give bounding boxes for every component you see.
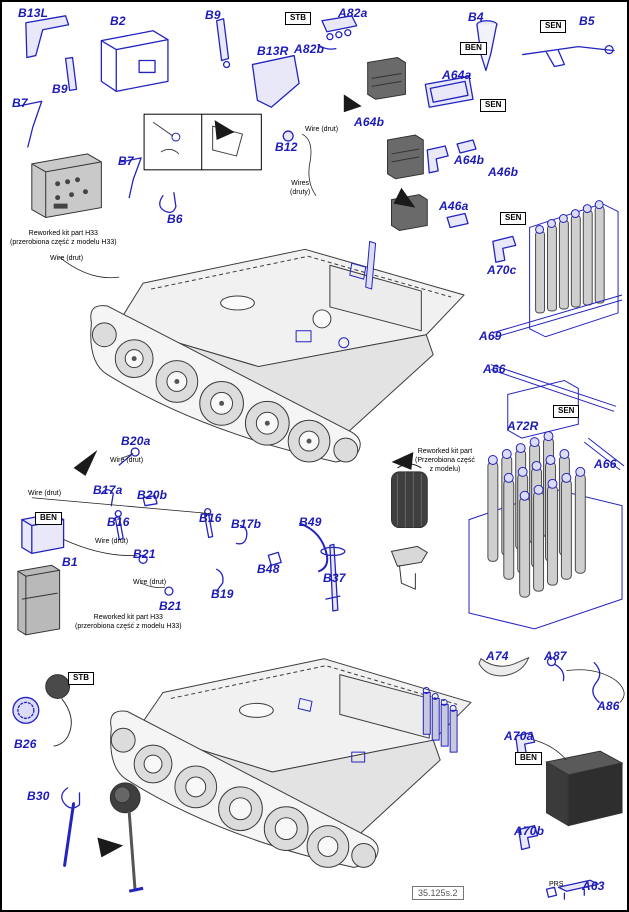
detail-inset [143, 113, 262, 171]
part-label-b16: B16 [199, 511, 222, 525]
part-label-b37: B37 [323, 571, 346, 585]
badge-ben: BEN [35, 512, 62, 525]
badge-sen: SEN [480, 99, 507, 112]
badge-sen: SEN [500, 212, 527, 225]
part-label-a74: A74 [486, 649, 509, 663]
part-label-b4: B4 [468, 10, 484, 24]
part-label-b12: B12 [275, 140, 298, 154]
part-label-a46b: A46b [488, 165, 519, 179]
part-label-b1: B1 [62, 555, 78, 569]
note-wires: Wires (druty) [290, 180, 311, 196]
part-label-b21: B21 [159, 599, 182, 613]
part-label-a87: A87 [544, 649, 567, 663]
note-reworked-kit-part-h33: Reworked kit part H33 (przerobiona część… [10, 230, 117, 246]
note-wire-drut: Wire (drut) [95, 538, 129, 545]
badge-stb: STB [285, 12, 311, 25]
badge-stb: STB [68, 672, 94, 685]
part-label-b16: B16 [107, 515, 130, 529]
part-label-a86: A86 [597, 699, 620, 713]
vehicle-top-illustration [90, 240, 465, 463]
part-label-b20a: B20a [121, 434, 151, 448]
rocket-rack-lower-illustration [468, 431, 623, 630]
note-wire-drut: Wire (drut) [305, 126, 339, 133]
badge-sen: SEN [553, 405, 580, 418]
part-label-a72r: A72R [507, 419, 539, 433]
part-label-b5: B5 [579, 14, 595, 28]
note-reworked-kit-part: Reworked kit part (Przerobiona część z m… [415, 448, 475, 473]
part-label-b30: B30 [27, 789, 50, 803]
part-label-b13r: B13R [257, 44, 289, 58]
part-label-a66: A66 [594, 457, 617, 471]
badge-ben: BEN [460, 42, 487, 55]
part-label-b9: B9 [52, 82, 68, 96]
part-label-a64a: A64a [442, 68, 472, 82]
part-label-b17a: B17a [93, 483, 123, 497]
note-wire-drut: Wire (drut) [110, 457, 144, 464]
part-label-a64b: A64b [454, 153, 485, 167]
part-sketches [12, 15, 615, 900]
part-label-a63: A63 [582, 879, 605, 893]
note-wire-drut: Wire (drut) [28, 490, 62, 497]
part-label-a69: A69 [479, 329, 502, 343]
part-label-a70c: A70c [487, 263, 517, 277]
part-label-b13l: B13L [18, 6, 49, 20]
part-label-b2: B2 [110, 14, 126, 28]
note-wire-drut: Wire (drut) [133, 579, 167, 586]
part-label-b21: B21 [133, 547, 156, 561]
part-label-b26: B26 [14, 737, 37, 751]
part-label-a82b: A82b [294, 42, 325, 56]
part-label-b48: B48 [257, 562, 280, 576]
part-label-a70b: A70b [514, 824, 545, 838]
part-label-b9: B9 [205, 8, 221, 22]
part-label-a46a: A46a [439, 199, 469, 213]
part-label-a82a: A82a [338, 6, 368, 20]
badge-ben: BEN [515, 752, 542, 765]
part-label-b7: B7 [12, 96, 28, 110]
arrows [73, 94, 416, 858]
part-label-b7: B7 [118, 154, 134, 168]
part-label-b49: B49 [299, 515, 322, 529]
rack-rails-illustration [490, 294, 625, 471]
vehicle-bottom-illustration [110, 658, 472, 868]
note-prs: PRS [549, 881, 564, 888]
leader-lines [31, 133, 625, 761]
note-wire-drut: Wire (drut) [50, 255, 84, 262]
part-label-a66: A66 [483, 362, 506, 376]
part-label-a64b: A64b [354, 115, 385, 129]
part-label-b17b: B17b [231, 517, 262, 531]
note-reworked-kit-part-h33: Reworked kit part H33 (przerobiona część… [75, 614, 182, 630]
badge-sen: SEN [540, 20, 567, 33]
part-label-b19: B19 [211, 587, 234, 601]
rocket-rack-upper-illustration [529, 200, 619, 338]
part-label-a70a: A70a [504, 729, 534, 743]
part-label-b20b: B20b [137, 488, 168, 502]
part-label-b6: B6 [167, 212, 183, 226]
sheet-number: 35.125s.2 [412, 886, 464, 900]
